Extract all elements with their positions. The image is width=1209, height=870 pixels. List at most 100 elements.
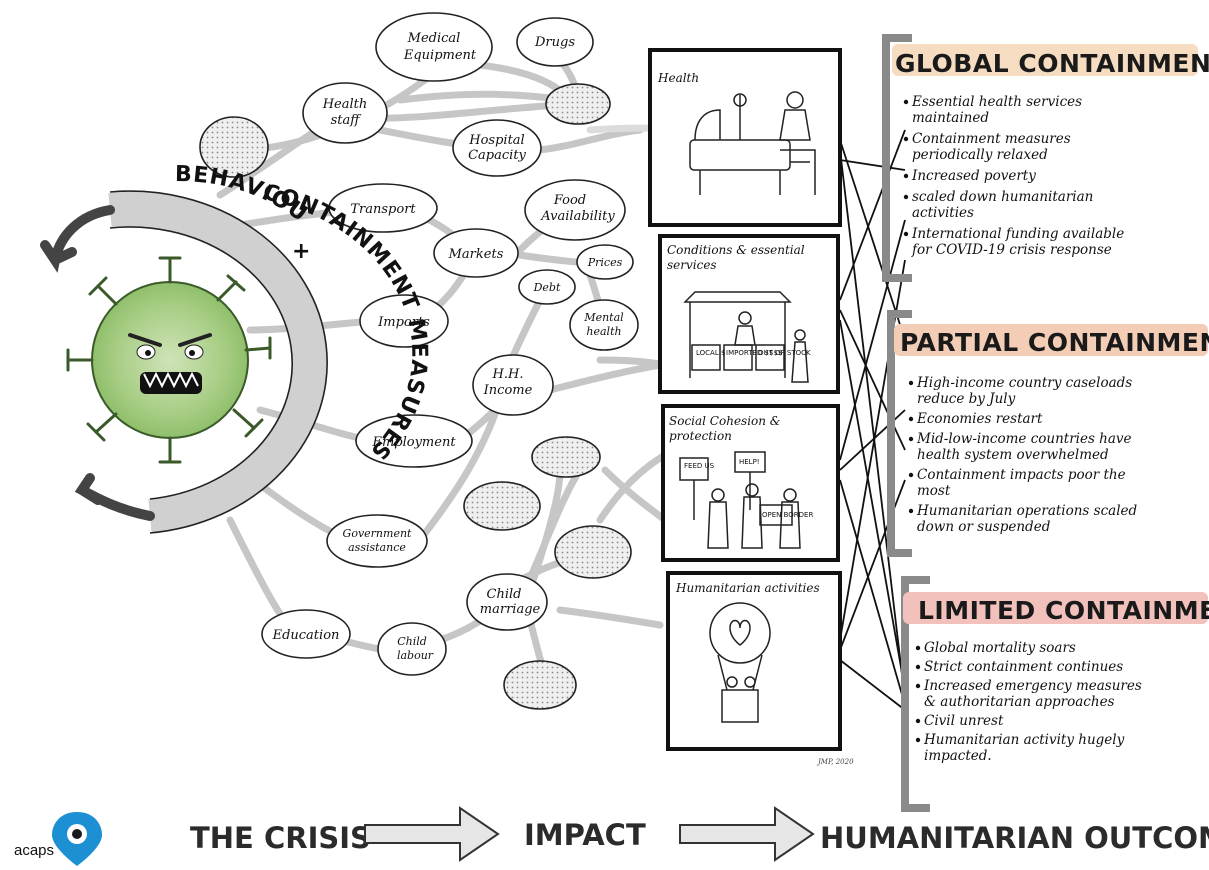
scenario-title: LIMITED CONTAINMENT (918, 596, 1209, 625)
node-child-marriage: Child marriage (466, 573, 548, 631)
flow-the-crisis: THE CRISIS (190, 821, 371, 855)
node-label: Food (553, 193, 586, 208)
panel-social-cohesion: Social Cohesion & protection FEED US HEL… (661, 404, 840, 562)
node-label: Hospital (468, 133, 524, 148)
protest-illustration (679, 451, 801, 549)
scenario-bullet-text: Humanitarian activity hugely (923, 732, 1125, 748)
acaps-logo: acaps (14, 812, 102, 866)
flow-arrow (364, 806, 500, 862)
blank-node (199, 116, 269, 178)
scenario-bullet-text: periodically relaxed (912, 147, 1048, 163)
bullet-icon (915, 737, 921, 743)
node-label: staff (331, 113, 363, 128)
ring-arrow-bottom (74, 473, 155, 521)
node-label: H.H. (492, 367, 524, 382)
scenario-title: PARTIAL CONTAINMENT (900, 328, 1209, 357)
scenario-partial: PARTIAL CONTAINMENT High-income country … (894, 324, 1209, 535)
node-label: Employment (371, 435, 456, 450)
node-label: assistance (348, 541, 406, 554)
scenario-bullet-text: High-income country caseloads (916, 375, 1132, 391)
scenario-bullet-text: scaled down humanitarian (912, 189, 1093, 205)
ring-plus: + (292, 239, 311, 264)
scenario-bullet-text: reduce by July (917, 391, 1016, 407)
node-label: Prices (587, 256, 623, 269)
node-label: Education (272, 628, 340, 643)
node-label: labour (397, 649, 434, 662)
balloon-illustration (709, 602, 771, 723)
labelled-nodes: Medical Equipment Drugs Health staff Hos… (261, 12, 639, 676)
node-drugs: Drugs (516, 17, 594, 67)
panel-title: Humanitarian activities (675, 581, 820, 595)
scenario-bullet-text: Containment impacts poor the (917, 467, 1126, 483)
scenario-highlight (892, 44, 1198, 76)
blank-node (545, 83, 611, 125)
bullet-icon (903, 99, 909, 105)
scenario-bullet-text: activities (912, 205, 974, 221)
node-label: health (586, 325, 621, 338)
scenario-bullet-text: Mid-low-income countries have (916, 431, 1132, 447)
footer-flow: THE CRISIS IMPACT HUMANITARIAN OUTCOMES (190, 806, 1209, 862)
scenario-bullet-text: down or suspended (917, 519, 1051, 535)
scenario-bullet-text: International funding available (911, 226, 1124, 242)
hospital-bed-illustration (689, 91, 816, 195)
scenario-limited: LIMITED CONTAINMENT Global mortality soa… (903, 592, 1209, 764)
node-label: Drugs (534, 35, 575, 50)
node-label: Markets (448, 247, 504, 262)
network-connections (206, 51, 669, 679)
node-health-staff: Health staff (302, 82, 388, 144)
scenario-highlight (903, 592, 1208, 624)
blank-nodes (199, 83, 632, 710)
blank-node (503, 660, 577, 710)
panel-title: services (667, 258, 717, 272)
node-food-availability: Food Availability (524, 179, 626, 241)
panel-health: Health (648, 48, 842, 227)
scenario-bullet-text: Essential health services (911, 94, 1082, 110)
sign-open-border: OPEN BORDER (762, 511, 813, 519)
node-transport: Transport (328, 183, 438, 233)
node-label: Government (343, 527, 413, 540)
blank-node (554, 525, 632, 579)
node-government-assistance: Government assistance (326, 514, 428, 568)
bullet-icon (903, 136, 909, 142)
node-label: Imports (377, 315, 430, 330)
flow-impact: IMPACT (524, 818, 646, 852)
scenario-bullet-text: most (917, 483, 951, 499)
virus-illustration (66, 256, 272, 464)
node-mental-health: Mental health (569, 299, 639, 351)
node-debt: Debt (518, 269, 576, 305)
node-markets: Markets (433, 228, 519, 278)
flow-humanitarian-outcomes: HUMANITARIAN OUTCOMES (820, 821, 1209, 855)
sign-out-of-stock: OUT OF STOCK (758, 349, 811, 357)
node-label: Transport (350, 202, 416, 217)
scenario-bullet-text: impacted. (924, 748, 992, 764)
bullet-icon (908, 472, 914, 478)
panel-title: Social Cohesion & (669, 414, 781, 428)
node-hospital-capacity: Hospital Capacity (452, 119, 542, 177)
impact-panels: Health Conditions & essential services (648, 48, 854, 766)
scenario-bullet-text: for COVID-19 crisis response (911, 242, 1112, 258)
node-label: Medical (407, 31, 461, 46)
node-hh-income: H.H. Income (472, 354, 554, 416)
market-stall-illustration (683, 291, 809, 383)
panel-conditions: Conditions & essential services LOCAL $ … (658, 234, 840, 394)
scenario-bullet-text: & authoritarian approaches (924, 694, 1115, 710)
node-label: marriage (480, 602, 541, 617)
bullet-icon (915, 645, 921, 651)
credit: JMP, 2020 (816, 758, 854, 766)
node-education: Education (261, 609, 351, 659)
node-label: Mental (583, 311, 624, 324)
node-label: Debt (533, 281, 561, 294)
sign-local: LOCAL $ (696, 349, 725, 357)
bullet-icon (908, 436, 914, 442)
bullet-icon (915, 664, 921, 670)
sign-imported: IMPORTED $$$$ (726, 349, 782, 357)
scenario-brackets (882, 34, 930, 812)
logo-text: acaps (14, 842, 54, 859)
scenario-bullet-text: Humanitarian operations scaled (916, 503, 1137, 519)
node-label: Income (483, 383, 533, 398)
panel-humanitarian-activities: Humanitarian activities (666, 571, 842, 751)
bullet-icon (908, 416, 914, 422)
bullet-icon (903, 173, 909, 179)
